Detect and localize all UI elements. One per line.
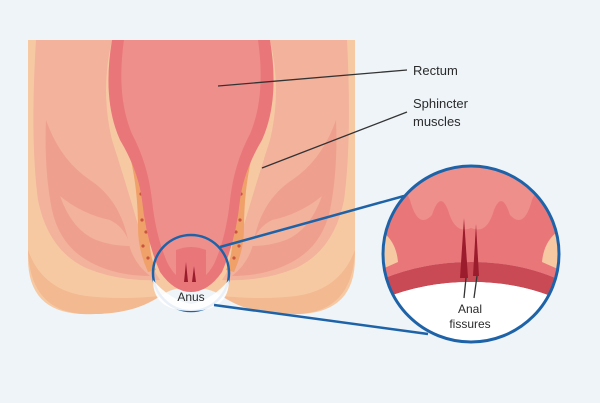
callout-line-top	[219, 194, 405, 249]
sphincter-label-line2: muscles	[413, 114, 461, 129]
muscle-left	[33, 40, 160, 281]
fissures-label-line1: Anal	[458, 302, 482, 316]
fissures-label-line2: fissures	[449, 317, 490, 331]
fissure-marks-small	[184, 262, 196, 282]
callout-line-bottom	[213, 303, 429, 336]
anus-label: Anus	[177, 290, 204, 304]
rectum-leader-line	[217, 69, 408, 87]
sphincter-label-line1: Sphincter	[413, 96, 469, 111]
sphincter-leader-line	[261, 111, 408, 169]
rectum-label: Rectum	[413, 63, 458, 78]
rectum	[108, 40, 274, 292]
